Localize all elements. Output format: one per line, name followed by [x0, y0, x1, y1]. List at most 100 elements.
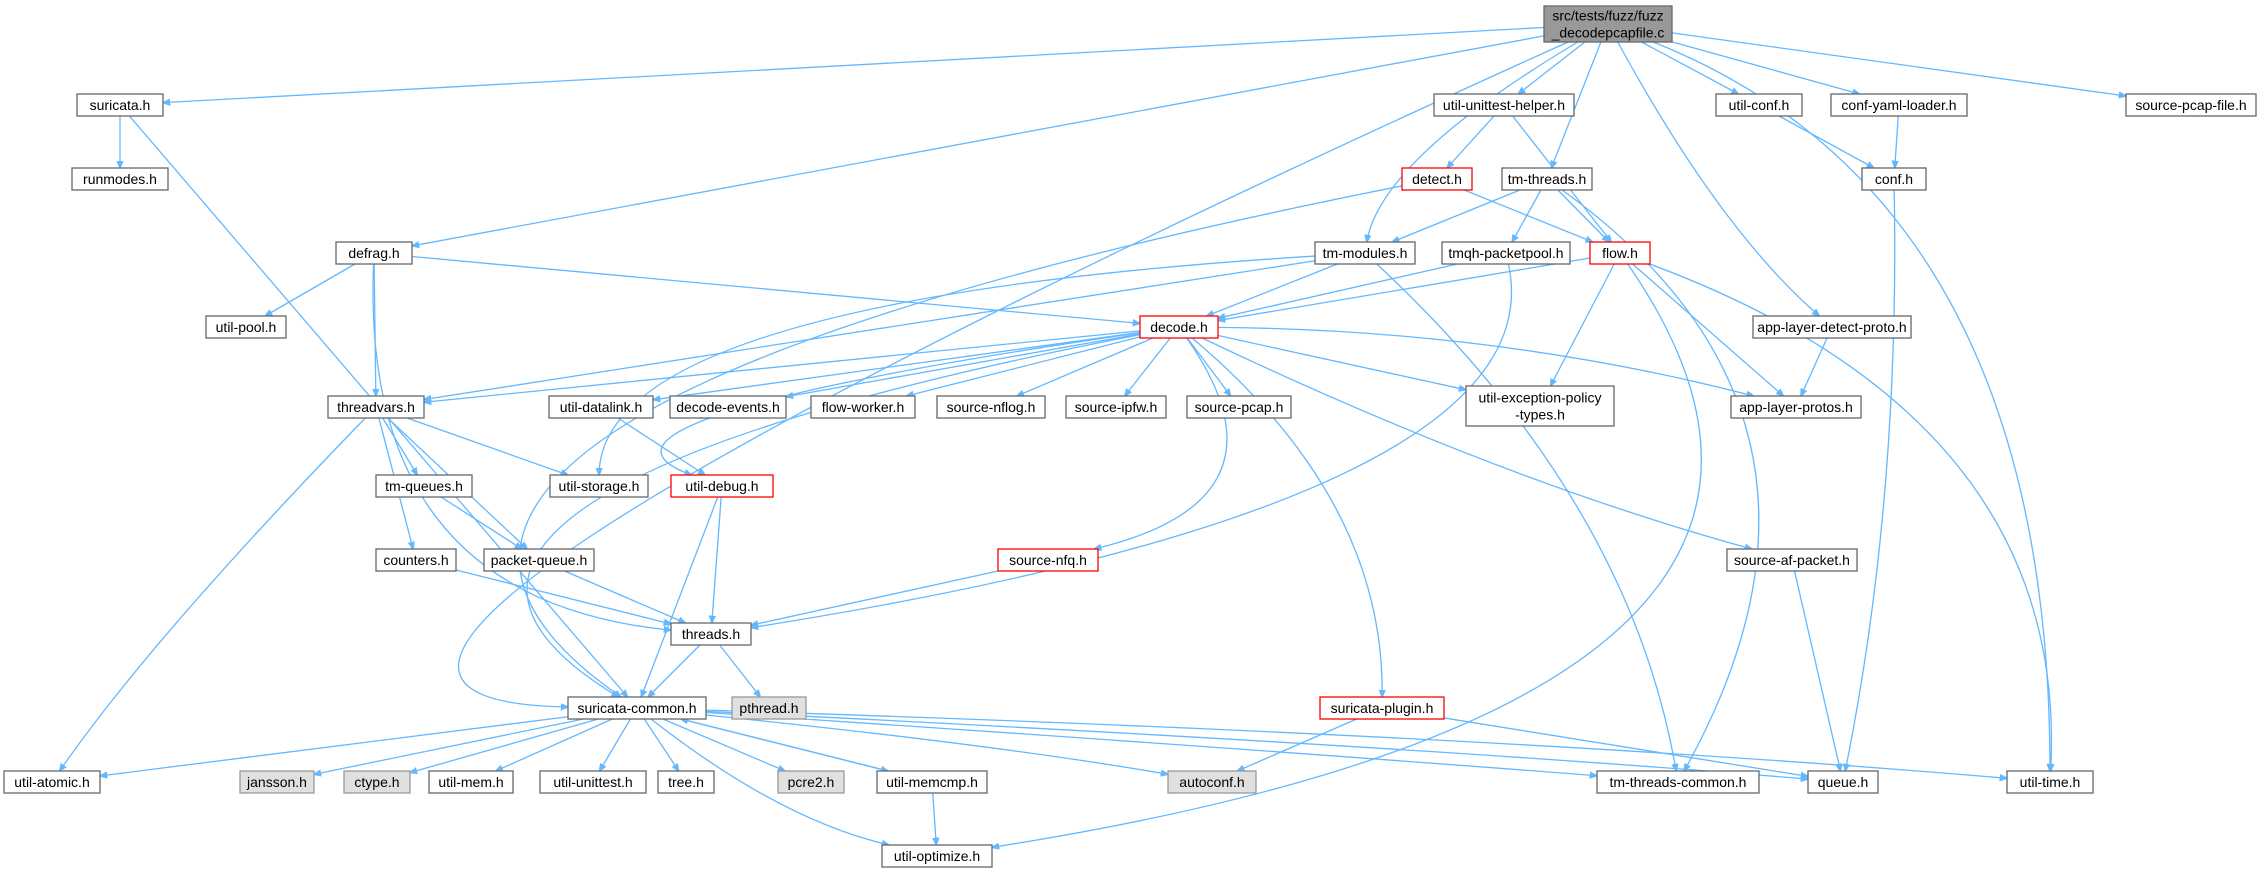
node-source-nfq[interactable]: source-nfq.h [997, 548, 1099, 572]
node-box[interactable] [1314, 241, 1416, 265]
node-jansson[interactable]: jansson.h [239, 770, 315, 794]
node-detect[interactable]: detect.h [1401, 167, 1473, 191]
node-box[interactable] [669, 395, 787, 419]
node-box[interactable] [1752, 315, 1912, 339]
node-box[interactable] [1401, 167, 1473, 191]
node-util-storage[interactable]: util-storage.h [549, 474, 649, 498]
node-box[interactable] [548, 395, 654, 419]
node-tm-modules[interactable]: tm-modules.h [1314, 241, 1416, 265]
node-box[interactable] [1167, 770, 1257, 794]
node-box[interactable] [335, 241, 413, 265]
node-suricata-plugin[interactable]: suricata-plugin.h [1319, 696, 1445, 720]
node-box[interactable] [239, 770, 315, 794]
node-box[interactable] [1726, 548, 1858, 572]
node-defrag[interactable]: defrag.h [335, 241, 413, 265]
node-box[interactable] [810, 395, 916, 419]
node-box[interactable] [1715, 93, 1803, 117]
node-source-pcap-file[interactable]: source-pcap-file.h [2125, 93, 2257, 117]
node-tree[interactable]: tree.h [657, 770, 715, 794]
node-util-exception[interactable]: util-exception-policy-types.h [1465, 385, 1615, 427]
node-box[interactable] [731, 696, 807, 720]
node-conf[interactable]: conf.h [1861, 167, 1927, 191]
node-tmqh[interactable]: tmqh-packetpool.h [1441, 241, 1571, 265]
node-util-time[interactable]: util-time.h [2006, 770, 2094, 794]
node-box[interactable] [483, 548, 595, 572]
node-box[interactable] [567, 696, 707, 720]
node-queue[interactable]: queue.h [1807, 770, 1879, 794]
node-source-nflog[interactable]: source-nflog.h [936, 395, 1046, 419]
node-util-mem[interactable]: util-mem.h [428, 770, 514, 794]
node-packet-queue[interactable]: packet-queue.h [483, 548, 595, 572]
node-box[interactable] [327, 395, 425, 419]
node-util-optimize[interactable]: util-optimize.h [881, 844, 993, 868]
node-root[interactable]: src/tests/fuzz/fuzz_decodepcapfile.c [1543, 5, 1673, 43]
node-box[interactable] [1433, 93, 1575, 117]
node-box[interactable] [670, 622, 752, 646]
node-box[interactable] [1730, 395, 1862, 419]
node-box[interactable] [1319, 696, 1445, 720]
node-box[interactable] [1065, 395, 1167, 419]
node-util-memcmp[interactable]: util-memcmp.h [876, 770, 988, 794]
node-tm-threads[interactable]: tm-threads.h [1501, 167, 1593, 191]
node-threadvars[interactable]: threadvars.h [327, 395, 425, 419]
node-source-pcap[interactable]: source-pcap.h [1186, 395, 1292, 419]
node-util-debug[interactable]: util-debug.h [670, 474, 774, 498]
node-box[interactable] [670, 474, 774, 498]
node-box[interactable] [343, 770, 411, 794]
node-box[interactable] [205, 315, 287, 339]
node-box[interactable] [3, 770, 101, 794]
node-decode[interactable]: decode.h [1139, 315, 1219, 339]
node-box[interactable] [777, 770, 845, 794]
node-box[interactable] [1501, 167, 1593, 191]
node-box[interactable] [1596, 770, 1760, 794]
node-tm-threads-common[interactable]: tm-threads-common.h [1596, 770, 1760, 794]
node-util-unittest[interactable]: util-unittest.h [539, 770, 647, 794]
node-box[interactable] [876, 770, 988, 794]
node-util-datalink[interactable]: util-datalink.h [548, 395, 654, 419]
node-flow-worker[interactable]: flow-worker.h [810, 395, 916, 419]
node-box[interactable] [1441, 241, 1571, 265]
node-decode-events[interactable]: decode-events.h [669, 395, 787, 419]
node-box[interactable] [1186, 395, 1292, 419]
node-box[interactable] [997, 548, 1099, 572]
node-conf-yaml[interactable]: conf-yaml-loader.h [1830, 93, 1968, 117]
node-app-detect[interactable]: app-layer-detect-proto.h [1752, 315, 1912, 339]
node-box[interactable] [428, 770, 514, 794]
node-suricata[interactable]: suricata.h [76, 93, 164, 117]
node-suricata-common[interactable]: suricata-common.h [567, 696, 707, 720]
node-box[interactable] [549, 474, 649, 498]
node-box[interactable] [2006, 770, 2094, 794]
node-box[interactable] [1589, 241, 1651, 265]
node-box[interactable] [375, 548, 457, 572]
node-box[interactable] [2125, 93, 2257, 117]
node-box[interactable] [1830, 93, 1968, 117]
node-util-conf[interactable]: util-conf.h [1715, 93, 1803, 117]
node-source-ipfw[interactable]: source-ipfw.h [1065, 395, 1167, 419]
node-app-protos[interactable]: app-layer-protos.h [1730, 395, 1862, 419]
node-box[interactable] [76, 93, 164, 117]
node-box[interactable] [657, 770, 715, 794]
node-counters[interactable]: counters.h [375, 548, 457, 572]
node-util-atomic[interactable]: util-atomic.h [3, 770, 101, 794]
node-box[interactable] [1807, 770, 1879, 794]
node-tm-queues[interactable]: tm-queues.h [375, 474, 473, 498]
node-util-pool[interactable]: util-pool.h [205, 315, 287, 339]
node-flow[interactable]: flow.h [1589, 241, 1651, 265]
node-autoconf[interactable]: autoconf.h [1167, 770, 1257, 794]
node-box[interactable] [375, 474, 473, 498]
node-box[interactable] [881, 844, 993, 868]
node-runmodes[interactable]: runmodes.h [71, 167, 169, 191]
node-pthread[interactable]: pthread.h [731, 696, 807, 720]
node-box[interactable] [539, 770, 647, 794]
node-unittest-helper[interactable]: util-unittest-helper.h [1433, 93, 1575, 117]
node-source-af-packet[interactable]: source-af-packet.h [1726, 548, 1858, 572]
node-box[interactable] [1465, 385, 1615, 427]
node-box[interactable] [71, 167, 169, 191]
node-box[interactable] [936, 395, 1046, 419]
node-ctype[interactable]: ctype.h [343, 770, 411, 794]
node-box[interactable] [1543, 5, 1673, 43]
node-threads[interactable]: threads.h [670, 622, 752, 646]
node-box[interactable] [1139, 315, 1219, 339]
node-box[interactable] [1861, 167, 1927, 191]
node-pcre2[interactable]: pcre2.h [777, 770, 845, 794]
